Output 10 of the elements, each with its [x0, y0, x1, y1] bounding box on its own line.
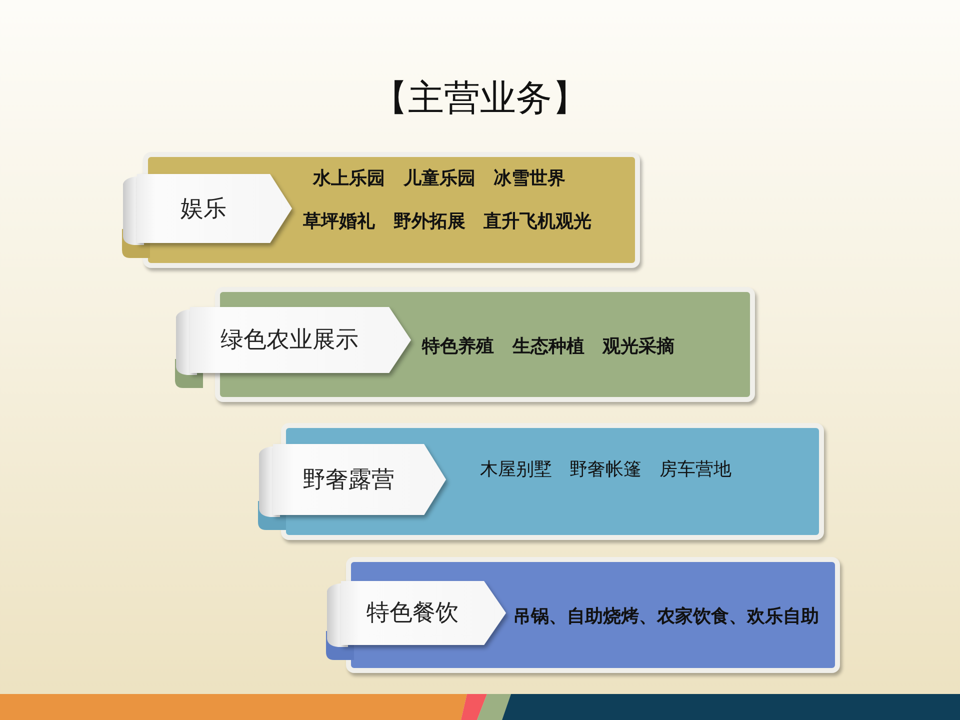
item-list: 水上乐园 儿童乐园 冰雪世界 — [313, 167, 566, 191]
item-list: 木屋别墅 野奢帐篷 房车营地 — [480, 458, 732, 482]
tag-label: 娱乐 — [180, 194, 226, 224]
tag-label: 特色餐饮 — [366, 599, 458, 628]
item-list: 草坪婚礼 野外拓展 直升飞机观光 — [303, 210, 592, 234]
item-list: 吊锅、自助烧烤、农家饮食、欢乐自助 — [513, 605, 819, 629]
tag-label: 绿色农业展示 — [220, 326, 358, 355]
item-list: 特色养殖 生态种植 观光采摘 — [422, 335, 675, 359]
tag-label: 野奢露营 — [302, 466, 394, 494]
title: 【主营业务】 — [372, 77, 588, 121]
